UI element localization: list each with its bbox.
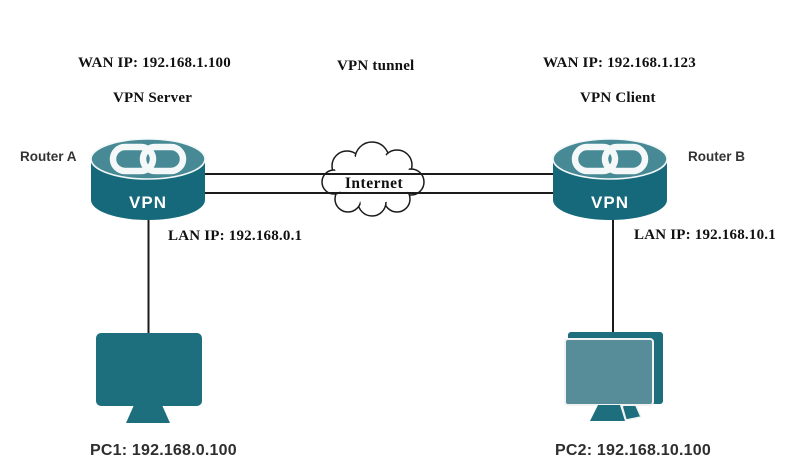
internet-label: Internet bbox=[345, 175, 404, 192]
pc2-label: PC2: 192.168.10.100 bbox=[555, 442, 711, 459]
router-b-label: Router B bbox=[688, 149, 745, 164]
wan-ip-label-left: WAN IP: 192.168.1.100 bbox=[78, 55, 231, 71]
lan-ip-label-left: LAN IP: 192.168.0.1 bbox=[168, 228, 303, 244]
pc1-icon bbox=[92, 331, 208, 427]
router-a-icon: VPN bbox=[90, 138, 206, 222]
pc2-icon bbox=[560, 328, 672, 428]
lan-ip-label-right: LAN IP: 192.168.10.1 bbox=[634, 227, 776, 243]
router-a-badge: VPN bbox=[129, 193, 167, 212]
vpn-chain-icon bbox=[109, 143, 187, 175]
vpn-server-label: VPN Server bbox=[113, 90, 193, 106]
router-a-label: Router A bbox=[20, 149, 77, 164]
pc1-label: PC1: 192.168.0.100 bbox=[90, 442, 237, 459]
router-b-badge: VPN bbox=[591, 193, 629, 212]
router-b-icon: VPN bbox=[552, 138, 668, 222]
vpn-tunnel-label: VPN tunnel bbox=[337, 58, 415, 74]
wan-ip-label-right: WAN IP: 192.168.1.123 bbox=[543, 55, 696, 71]
vpn-client-label: VPN Client bbox=[580, 90, 656, 106]
vpn-chain-icon bbox=[571, 143, 649, 175]
